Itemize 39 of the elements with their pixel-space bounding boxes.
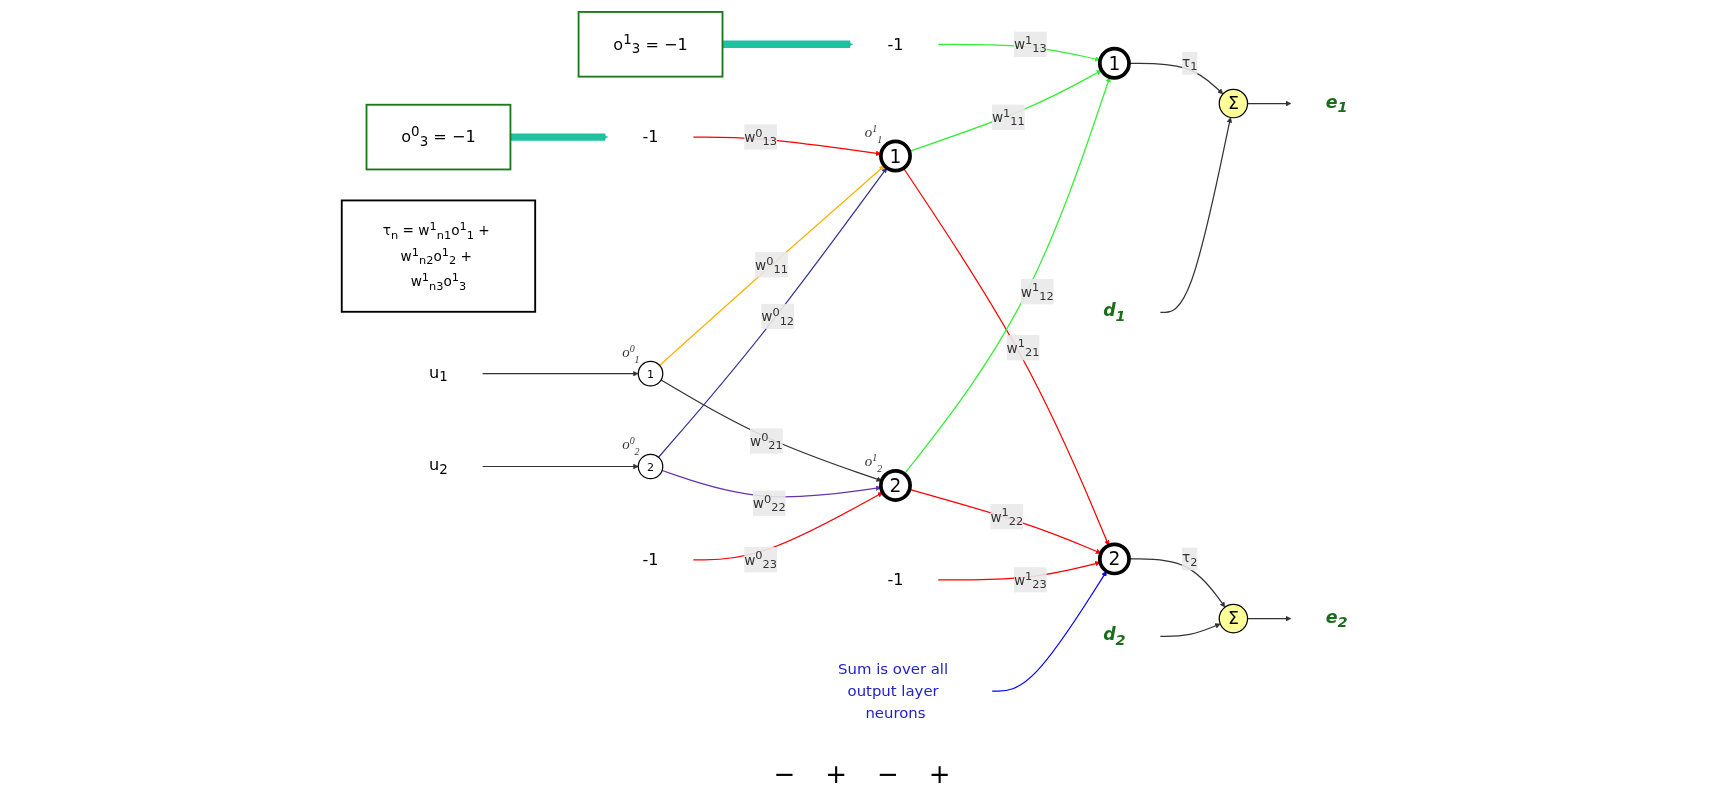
node-box: o$^{0}$$_{3}$ = −1 [365,103,512,171]
node-text: u$_{2}$ [429,455,448,478]
sign-label: − [773,759,796,789]
arrow [481,370,639,377]
node-text: d$_{2}$ [1103,624,1126,649]
node-text: -1 [642,550,659,569]
node-text: -1 [887,34,904,54]
arrow [1159,623,1221,637]
arrow [481,463,639,470]
arrow [659,165,885,367]
arrow [1128,62,1224,95]
node-text: e$_{2}$ [1325,606,1348,631]
node-circle: Σ [1218,88,1249,119]
node-circle: 2 [637,453,664,480]
node-circle: 1 [637,360,664,387]
node-circle: 2 [1097,542,1131,576]
node-circle: Σ [1218,603,1249,634]
arrow [722,40,853,49]
arrow [902,167,1110,546]
arrow [660,379,882,482]
node-text: u$_{1}$ [429,362,448,385]
node-box: o$^{1}$$_{3}$ = −1 [577,11,724,78]
arrow [1159,117,1233,313]
edge-label: τ$_{1}$ [1182,54,1198,73]
node-text: d$_{1}$ [1103,300,1126,325]
arrow [657,167,888,458]
node-text: Sum is over all output layer neurons [838,660,949,723]
edge-label: τ$_{2}$ [1182,549,1198,569]
arrow [903,76,1111,475]
node-text: -1 [642,127,659,147]
arrow [510,133,609,141]
sign-label: + [928,759,951,789]
arrow [991,571,1107,692]
node-circle: 1 [1097,46,1131,80]
node-text: e$_{1}$ [1325,91,1348,116]
arrow [1128,558,1226,608]
sign-label: + [825,759,847,789]
node-text: -1 [887,570,904,589]
sign-label: − [877,759,899,789]
